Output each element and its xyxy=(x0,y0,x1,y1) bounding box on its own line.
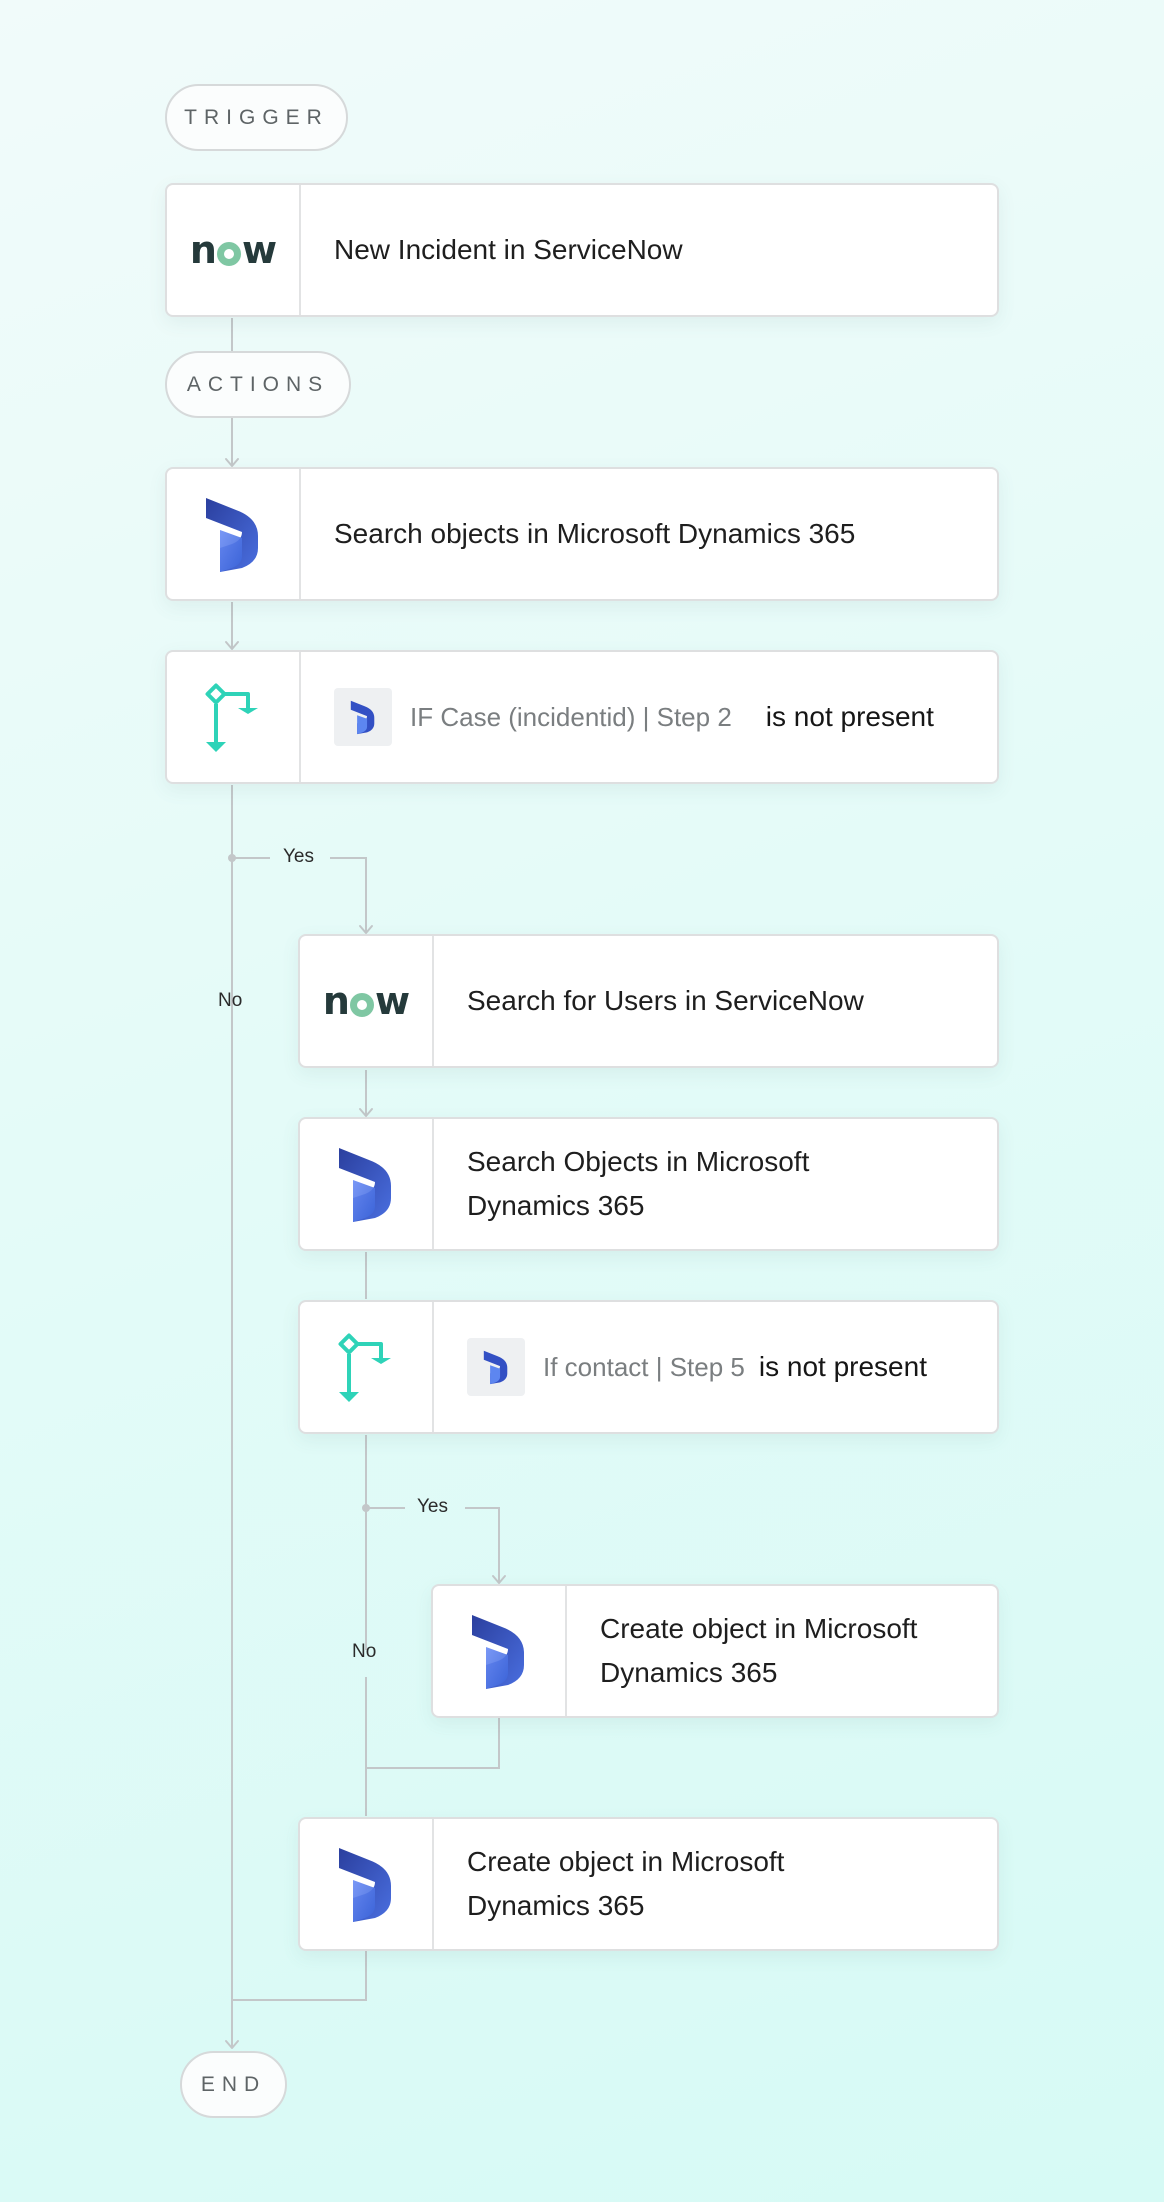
end-section-label: END xyxy=(180,2051,287,2118)
condition-1-operator: is not present xyxy=(765,701,934,732)
dynamics-365-icon xyxy=(339,1848,391,1922)
search-objects-2-title: Search Objects in Microsoft Dynamics 365 xyxy=(467,1146,810,1221)
yes-branch-1-label: Yes xyxy=(283,846,314,867)
create-object-1-title: Create object in Microsoft Dynamics 365 xyxy=(600,1613,918,1688)
condition-1-field: IF Case (incidentid) | Step 2 xyxy=(410,702,732,732)
dynamics-365-icon xyxy=(350,700,375,735)
condition-2-field: If contact | Step 5 xyxy=(543,1352,745,1382)
yes-branch-2-label: Yes xyxy=(417,1496,448,1517)
create-object-2-card[interactable]: Create object in Microsoft Dynamics 365 xyxy=(298,1817,999,1951)
condition-2-operator: is not present xyxy=(758,1351,927,1382)
dynamics-365-icon xyxy=(472,1615,524,1689)
condition-1-card[interactable]: IF Case (incidentid) | Step 2 is not pre… xyxy=(165,650,999,784)
create-object-2-title: Create object in Microsoft Dynamics 365 xyxy=(467,1846,785,1921)
branch-icon xyxy=(205,683,258,752)
dynamics-365-icon xyxy=(483,1350,508,1385)
end-label-text: END xyxy=(200,2072,267,2096)
trigger-title: New Incident in ServiceNow xyxy=(334,234,683,265)
condition-2-card[interactable]: If contact | Step 5 is not present xyxy=(298,1300,999,1434)
search-users-title: Search for Users in ServiceNow xyxy=(467,985,864,1016)
dynamics-chip xyxy=(334,688,392,746)
create-object-1-card[interactable]: Create object in Microsoft Dynamics 365 xyxy=(431,1584,999,1718)
search-objects-title: Search objects in Microsoft Dynamics 365 xyxy=(334,518,856,549)
search-objects-2-card[interactable]: Search Objects in Microsoft Dynamics 365 xyxy=(298,1117,999,1251)
trigger-label-text: TRIGGER xyxy=(184,105,329,129)
actions-label-text: ACTIONS xyxy=(186,372,330,396)
actions-section-label: ACTIONS xyxy=(165,351,351,418)
no-branch-2-label: No xyxy=(352,1641,377,1662)
branch-icon xyxy=(338,1333,391,1402)
no-branch-1-label: No xyxy=(218,990,243,1011)
dynamics-365-icon xyxy=(206,498,258,572)
search-objects-card[interactable]: Search objects in Microsoft Dynamics 365 xyxy=(165,467,999,601)
dynamics-365-icon xyxy=(339,1148,391,1222)
dynamics-chip xyxy=(467,1338,525,1396)
trigger-section-label: TRIGGER xyxy=(165,84,348,151)
